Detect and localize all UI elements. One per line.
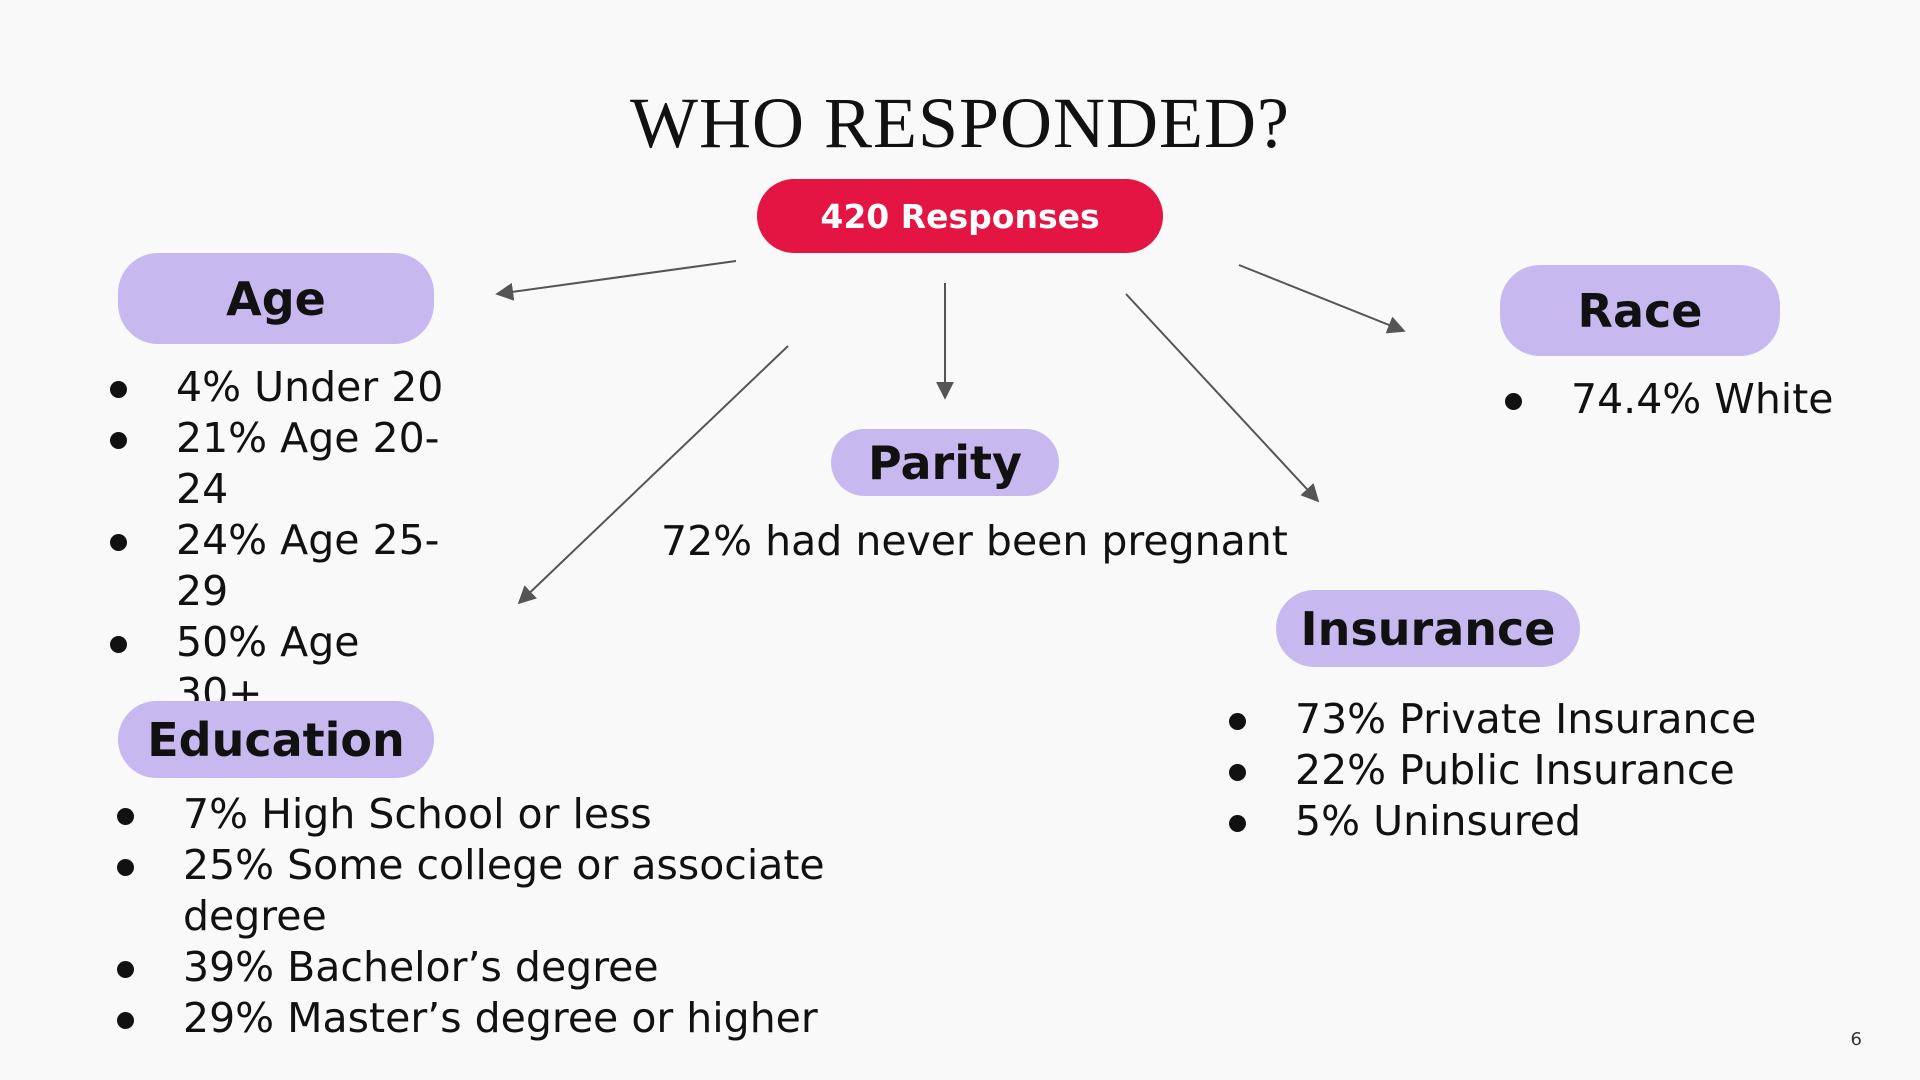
race-list: 74.4% White — [1505, 374, 1905, 425]
list-item: 5% Uninsured — [1229, 796, 1849, 847]
race-label: Race — [1577, 283, 1703, 338]
list-item: 24% Age 25-29 — [110, 515, 450, 617]
race-pill: Race — [1500, 265, 1780, 356]
list-item: 7% High School or less — [117, 789, 837, 840]
list-item: 73% Private Insurance — [1229, 694, 1849, 745]
responses-label: 420 Responses — [820, 196, 1100, 236]
education-label: Education — [147, 712, 405, 767]
list-item: 4% Under 20 — [110, 362, 450, 413]
age-pill: Age — [118, 253, 434, 344]
arrow-to-insurance — [1125, 293, 1320, 503]
age-label: Age — [226, 271, 326, 326]
parity-pill: Parity — [831, 429, 1059, 496]
insurance-label: Insurance — [1300, 601, 1556, 656]
education-pill: Education — [118, 701, 434, 778]
list-item: 29% Master’s degree or higher — [117, 993, 837, 1044]
list-item: 22% Public Insurance — [1229, 745, 1849, 796]
insurance-list: 73% Private Insurance 22% Public Insuran… — [1229, 694, 1849, 847]
list-item: 21% Age 20-24 — [110, 413, 450, 515]
slide-title: WHO RESPONDED? — [630, 83, 1290, 163]
insurance-pill: Insurance — [1276, 590, 1580, 667]
parity-label: Parity — [868, 435, 1022, 490]
list-item: 39% Bachelor’s degree — [117, 942, 837, 993]
education-list: 7% High School or less 25% Some college … — [117, 789, 837, 1044]
arrow-to-age — [495, 260, 737, 301]
list-item: 74.4% White — [1505, 374, 1905, 425]
parity-text: 72% had never been pregnant — [661, 517, 1288, 565]
responses-pill: 420 Responses — [757, 179, 1163, 253]
age-list: 4% Under 20 21% Age 20-24 24% Age 25-29 … — [110, 362, 450, 719]
list-item: 25% Some college or associate degree — [117, 840, 837, 942]
arrow-to-race — [1238, 264, 1406, 334]
page-number: 6 — [1850, 1029, 1862, 1050]
arrow-to-education — [517, 345, 789, 605]
